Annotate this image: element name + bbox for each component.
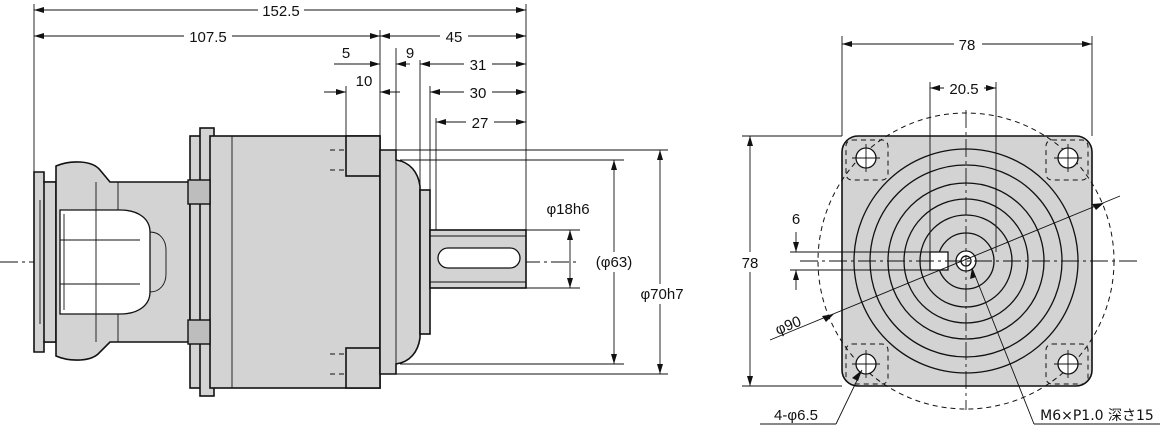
dim-bolt-circle: φ90 xyxy=(773,313,804,339)
dim-shaft-to-face: 31 xyxy=(470,57,487,74)
side-extension-lines xyxy=(33,4,668,375)
dim-mounting-holes: 4-φ6.5 xyxy=(774,407,818,424)
dim-flange-width: 78 xyxy=(959,37,976,54)
dim-collar: 9 xyxy=(406,45,414,62)
front-view: 78 20.5 78 6 φ90 4-φ6.5 M6×P1.0 深さ15 xyxy=(738,35,1160,425)
side-view: 152.5 107.5 45 5 9 31 10 30 27 φ18h6 (φ6… xyxy=(0,1,688,397)
front-labels: 78 20.5 78 6 φ90 4-φ6.5 M6×P1.0 深さ15 xyxy=(738,35,1154,424)
dim-shaft-usable: 30 xyxy=(470,85,487,102)
front-extension-lines xyxy=(742,36,1093,387)
dim-shaft-length: 45 xyxy=(446,29,463,46)
motor-body xyxy=(187,127,381,397)
front-boss xyxy=(379,149,431,375)
dim-shaft-diameter: φ18h6 xyxy=(546,201,589,218)
dim-boss: 10 xyxy=(356,73,373,90)
side-labels: 152.5 107.5 45 5 9 31 10 30 27 φ18h6 (φ6… xyxy=(184,1,688,304)
mounting-holes xyxy=(845,139,1089,385)
dim-flange-step: 5 xyxy=(342,45,350,62)
rear-housing xyxy=(33,161,191,361)
dim-key-length: 27 xyxy=(472,115,489,132)
dim-body-length: 107.5 xyxy=(189,29,227,46)
dim-spigot-diameter: φ70h7 xyxy=(640,286,683,303)
dim-tap-hole: M6×P1.0 深さ15 xyxy=(1040,408,1154,424)
output-shaft xyxy=(429,229,527,289)
dim-pilot-diameter: (φ63) xyxy=(596,254,632,271)
dim-flange-height: 78 xyxy=(742,255,759,272)
side-dimension-lines xyxy=(34,7,526,125)
dim-total-length: 152.5 xyxy=(262,3,300,20)
dim-key-offset: 20.5 xyxy=(949,81,978,98)
dim-key-width: 6 xyxy=(792,211,800,228)
